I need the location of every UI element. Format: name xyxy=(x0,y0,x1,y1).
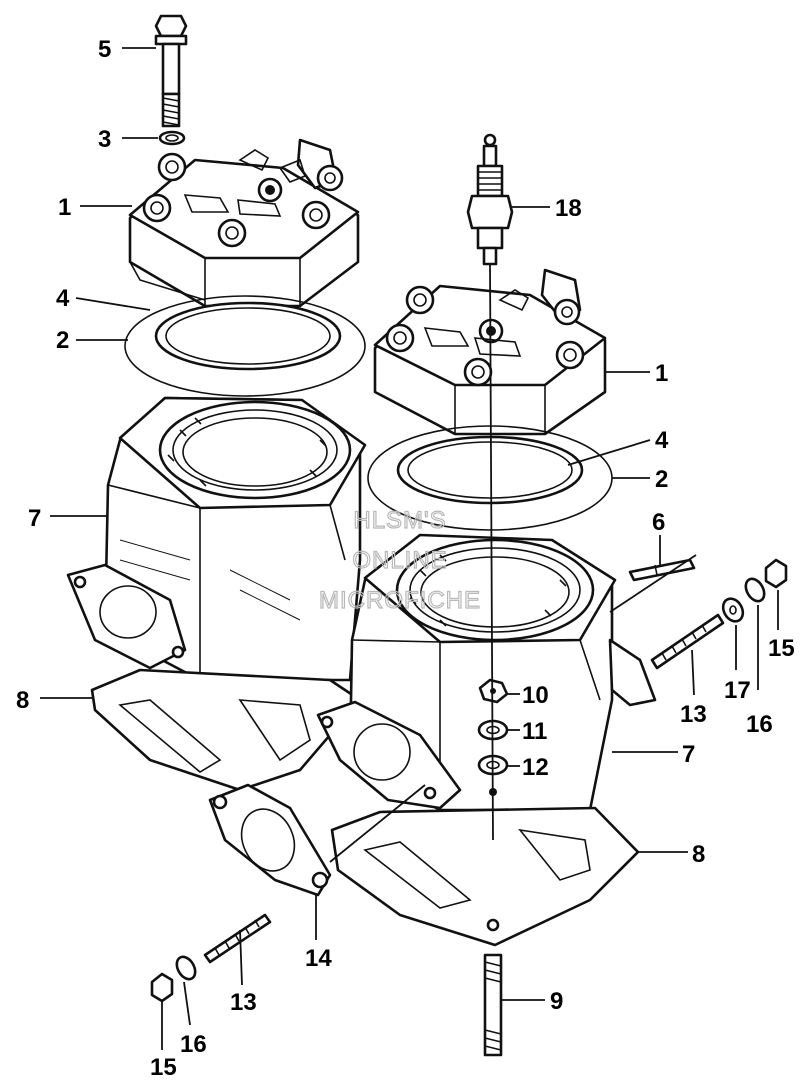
washer-3 xyxy=(158,130,186,146)
callout-15-right: 15 xyxy=(768,635,795,662)
washer-16-left xyxy=(175,955,197,981)
washer-16-right xyxy=(744,577,766,603)
head-oring-left xyxy=(154,301,342,371)
watermark-line-2: ONLINE xyxy=(352,547,447,574)
callout-12: 12 xyxy=(522,754,549,781)
callout-10: 10 xyxy=(522,682,549,709)
spark-plug xyxy=(466,133,514,266)
callout-6: 6 xyxy=(652,509,665,536)
callout-labels: 5 3 1 4 2 7 8 18 1 4 2 6 7 8 10 11 12 9 … xyxy=(16,36,795,1081)
nut-15-right xyxy=(764,558,788,589)
callout-7-right: 7 xyxy=(682,741,695,768)
callout-13-left: 13 xyxy=(230,989,257,1016)
head-gasket-left xyxy=(124,295,366,397)
stud-13-right xyxy=(650,613,725,670)
callout-15-left: 15 xyxy=(150,1054,177,1081)
callout-8-right: 8 xyxy=(692,841,705,868)
base-gasket-right xyxy=(330,806,640,947)
callout-16-left: 16 xyxy=(180,1031,207,1058)
callout-17: 17 xyxy=(724,677,751,704)
exhaust-gasket-14 xyxy=(208,783,332,897)
callout-9: 9 xyxy=(550,988,563,1015)
washer-17 xyxy=(721,597,745,623)
callout-1-left: 1 xyxy=(58,194,71,221)
stud-13-left xyxy=(203,913,272,964)
callout-4-left: 4 xyxy=(56,285,70,312)
head-bolt-left xyxy=(154,14,188,128)
watermark-line-3: MICROFICHE xyxy=(319,587,481,614)
callout-8-left: 8 xyxy=(16,687,29,714)
head-oring-right xyxy=(396,435,584,505)
callout-7-left: 7 xyxy=(28,505,41,532)
leader-lines xyxy=(40,47,779,1050)
callout-1-right: 1 xyxy=(655,360,668,387)
stud-9 xyxy=(483,953,503,1057)
watermark: HLSM'S ONLINE MICROFICHE xyxy=(318,506,481,614)
callout-2-left: 2 xyxy=(56,327,69,354)
cylinder-head-left xyxy=(128,138,360,308)
callout-18: 18 xyxy=(555,195,582,222)
pin-6 xyxy=(628,558,696,582)
base-gasket-left xyxy=(90,668,362,792)
cylinder-right xyxy=(316,533,657,812)
cylinder-left xyxy=(66,396,367,682)
callout-13-right: 13 xyxy=(680,701,707,728)
nut-15-left xyxy=(150,972,174,1003)
callout-11: 11 xyxy=(522,718,547,745)
callout-2-right: 2 xyxy=(655,466,668,493)
watermark-line-1: HLSM'S xyxy=(353,507,446,534)
callout-16-right: 16 xyxy=(746,711,773,738)
callout-3: 3 xyxy=(98,126,111,153)
callout-5: 5 xyxy=(98,36,111,63)
callout-4-right: 4 xyxy=(655,427,669,454)
callout-14: 14 xyxy=(305,945,332,972)
